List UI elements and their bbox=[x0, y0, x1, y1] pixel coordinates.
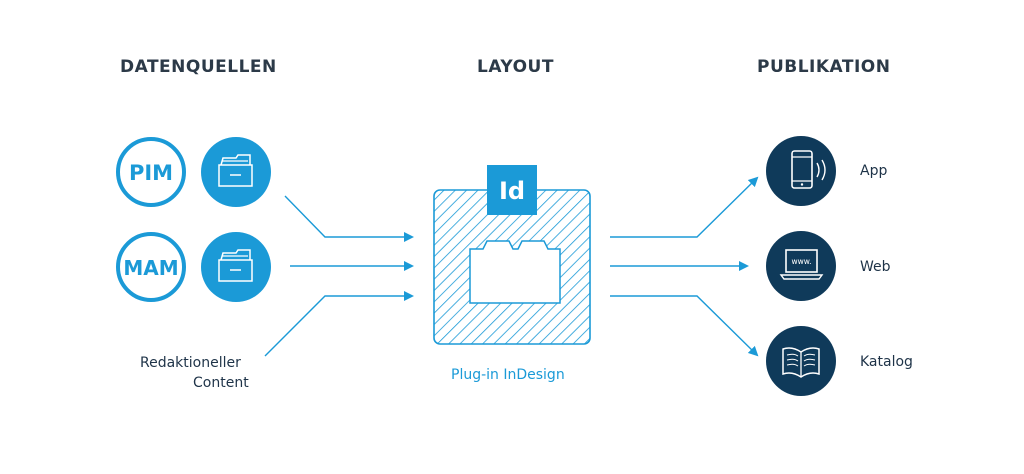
output-label-app: App bbox=[860, 163, 888, 179]
mam-badge: MAM bbox=[116, 232, 186, 302]
mam-folder-icon bbox=[201, 232, 271, 302]
pim-badge: PIM bbox=[116, 137, 186, 207]
pim-folder-icon bbox=[201, 137, 271, 207]
indesign-badge: Id bbox=[487, 165, 537, 215]
heading-layout: LAYOUT bbox=[477, 57, 554, 77]
editorial-content-label-line2: Content bbox=[193, 375, 249, 391]
arrow-pim-to-layout bbox=[284, 195, 414, 242]
heading-datenquellen: DATENQUELLEN bbox=[120, 57, 277, 77]
heading-publikation: PUBLIKATION bbox=[757, 57, 891, 77]
mam-badge-text: MAM bbox=[123, 256, 178, 280]
laptop-icon: www. bbox=[766, 231, 836, 301]
arrow-content-to-layout bbox=[264, 291, 414, 357]
smartphone-icon bbox=[766, 136, 836, 206]
output-label-web: Web bbox=[860, 259, 891, 275]
arrow-layout-to-katalog bbox=[610, 295, 759, 357]
layout-caption: Plug-in InDesign bbox=[451, 367, 565, 383]
output-label-katalog: Katalog bbox=[860, 354, 913, 370]
laptop-screen-text: www. bbox=[791, 257, 811, 266]
book-icon bbox=[766, 326, 836, 396]
indesign-badge-text: Id bbox=[499, 177, 525, 205]
arrow-layout-to-app bbox=[610, 176, 759, 238]
page-layout-icon bbox=[433, 189, 591, 345]
pim-badge-text: PIM bbox=[129, 161, 173, 185]
editorial-content-label-line1: Redaktioneller bbox=[140, 355, 241, 371]
